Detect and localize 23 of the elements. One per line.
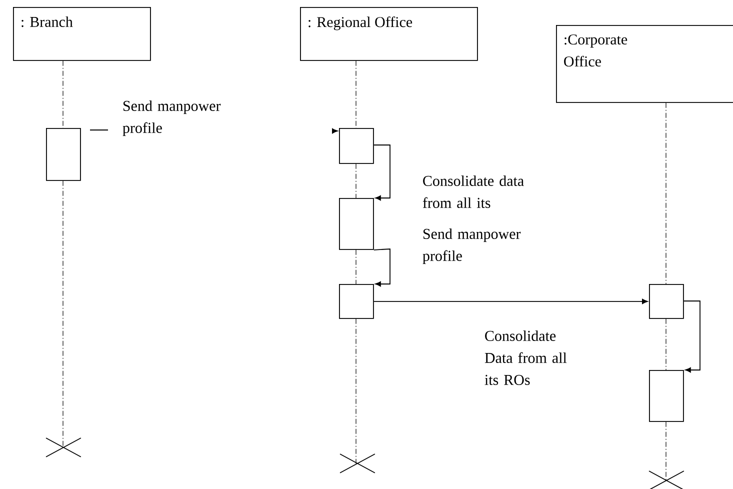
activation-box (339, 284, 374, 319)
message-label: Consolidate Data from all its ROs (484, 330, 567, 385)
lifeline (62, 180, 64, 448)
object-box: : Branch (13, 7, 151, 61)
activation-box (46, 128, 81, 181)
arrow (332, 128, 338, 134)
edge-label: Send manpower profile (422, 228, 521, 264)
arrow (683, 300, 700, 373)
destruction-mark (340, 454, 376, 474)
object-box: : Regional Office (300, 7, 478, 61)
activation-box (649, 284, 684, 319)
arrow (373, 298, 648, 304)
edge-label: Consolidate data from all its (422, 175, 524, 208)
lifeline (62, 60, 64, 128)
arrow (373, 248, 390, 287)
activation-box (339, 198, 374, 250)
arrow (373, 144, 390, 201)
activation-box (649, 370, 684, 422)
destruction-mark (46, 438, 82, 458)
activation-box (339, 128, 374, 164)
message-label: Send manpower profile (122, 100, 221, 136)
destruction-mark (648, 470, 684, 489)
object-box: :Corporate Office (556, 25, 733, 103)
